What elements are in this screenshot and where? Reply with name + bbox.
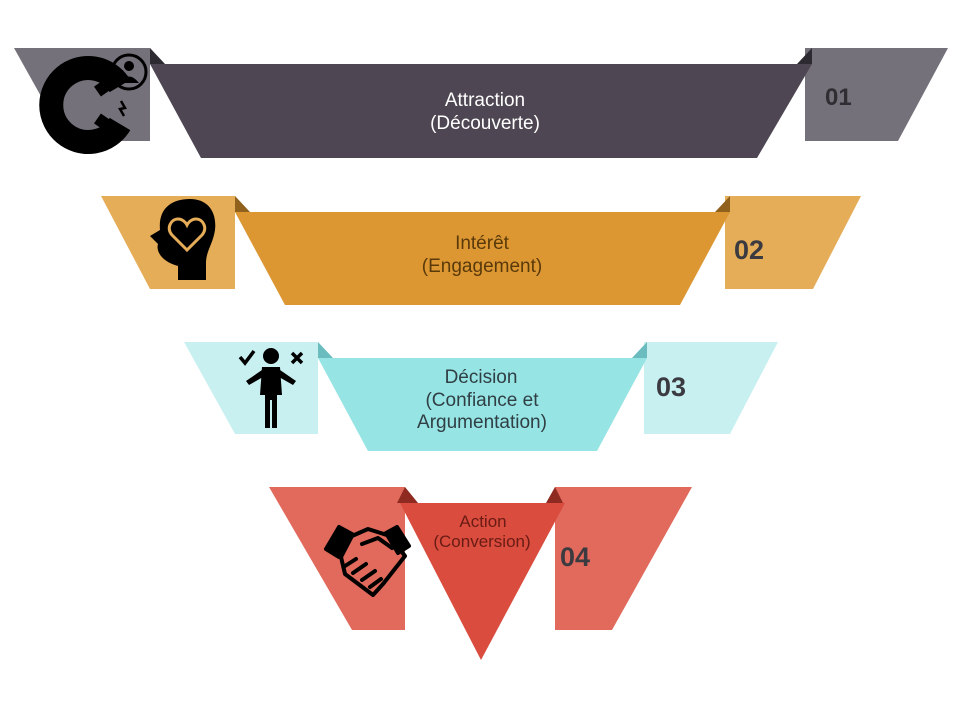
stage-3-subtitle: (Confiance et (425, 390, 539, 411)
person-check-cross-icon (238, 348, 304, 428)
stage-4-number: 04 (560, 542, 590, 572)
stage-1-band (150, 64, 812, 158)
stage-4-right-wing (555, 487, 692, 630)
stage-3-left-fold (318, 342, 333, 358)
stage-2-right-wing (725, 196, 861, 289)
stage-3-subtitle-2: Argumentation) (417, 412, 547, 433)
stage-1-title: Attraction (445, 90, 525, 111)
magnet-person-icon (39, 53, 148, 154)
stage-3-left-wing (184, 342, 318, 434)
stage-1-right-wing (805, 48, 948, 141)
stage-3-title: Décision (445, 367, 518, 388)
stage-4-left-fold (397, 487, 418, 503)
stage-4-right-fold (546, 487, 563, 503)
stage-3-band (318, 358, 647, 451)
head-heart-icon (150, 199, 216, 280)
stage-2-number: 02 (734, 235, 764, 265)
stage-1-right-fold (797, 48, 812, 64)
stage-2-left-fold (235, 196, 250, 212)
stage-4-band (400, 503, 565, 660)
stage-2-title: Intérêt (455, 233, 510, 254)
stage-4-title: Action (459, 512, 506, 531)
stage-2-right-fold (715, 196, 730, 212)
stage-3-right-fold (632, 342, 647, 358)
stage-2: Intérêt (Engagement) 02 (101, 196, 861, 305)
handshake-icon (324, 525, 411, 597)
stage-2-subtitle: (Engagement) (422, 256, 542, 277)
stage-1-left-fold (150, 48, 165, 64)
stage-4: Action (Conversion) 04 (269, 487, 692, 660)
stage-3-number: 03 (656, 372, 686, 402)
stage-1: Attraction (Découverte) 01 (14, 48, 948, 158)
stage-4-left-wing (269, 487, 405, 630)
stage-3-right-wing (644, 342, 778, 434)
stage-1-number: 01 (825, 84, 852, 111)
stage-1-subtitle: (Découverte) (430, 113, 540, 134)
stage-3: Décision (Confiance et Argumentation) 03 (184, 342, 778, 451)
stage-2-band (235, 212, 730, 305)
stage-4-subtitle: (Conversion) (433, 532, 530, 551)
